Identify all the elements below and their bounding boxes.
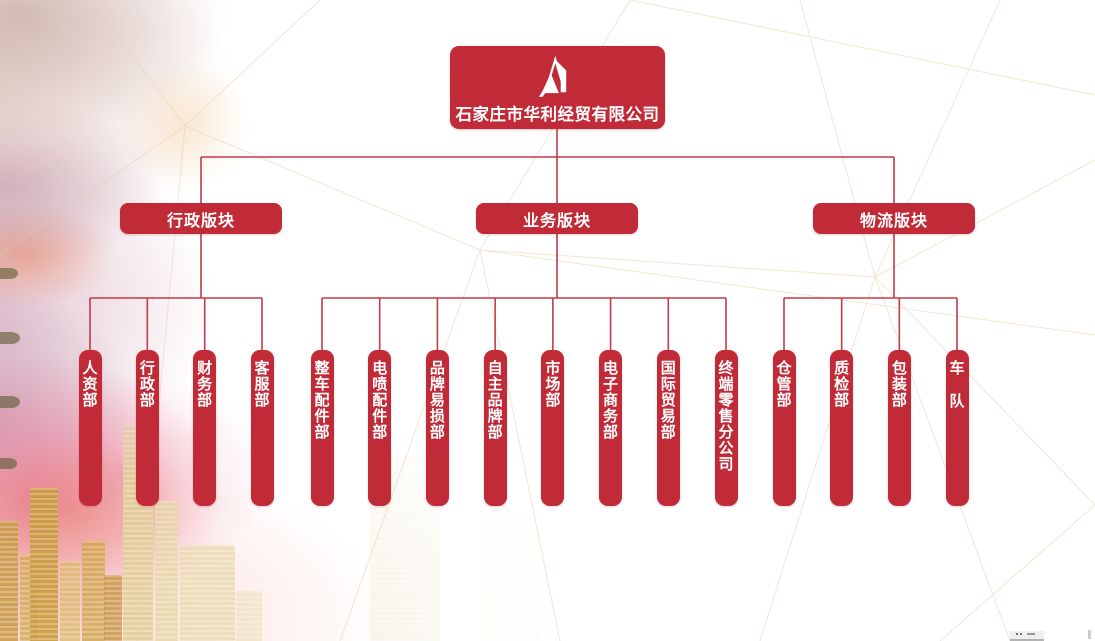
company-root-node: 石家庄市华利经贸有限公司 (450, 46, 665, 129)
scrollbar-dash-icon (1027, 633, 1035, 635)
dept-label: 质检部 (834, 360, 850, 409)
branch-header-business: 业务版块 (476, 203, 638, 234)
pagoda-roof-silhouette (0, 458, 17, 469)
dept-box-admin-2: 财务部 (193, 350, 217, 506)
dept-label: 客服部 (254, 360, 270, 409)
company-name: 石家庄市华利经贸有限公司 (455, 106, 660, 124)
dept-label: 电喷配件部 (372, 360, 388, 441)
dept-box-admin-3: 客服部 (250, 350, 274, 506)
branch-header-admin: 行政版块 (120, 203, 282, 234)
dept-box-business-0: 整车配件部 (310, 350, 334, 506)
dept-label: 车队 (949, 360, 965, 410)
dept-label: 市场部 (545, 360, 561, 409)
dept-box-business-4: 市场部 (541, 350, 565, 506)
branch-label: 业务版块 (522, 212, 591, 230)
dept-box-business-1: 电喷配件部 (368, 350, 392, 506)
dept-box-business-5: 电子商务部 (599, 350, 623, 506)
mountain-tower-logo-icon (538, 55, 566, 97)
dept-label: 财务部 (197, 360, 213, 409)
dept-label: 电子商务部 (603, 360, 619, 441)
dept-label: 终端零售分公司 (718, 360, 734, 473)
scrollbar-edge-tick[interactable] (1088, 630, 1091, 639)
dept-label: 行政部 (139, 360, 155, 409)
dept-box-logistics-0: 仓管部 (772, 350, 796, 506)
dept-box-logistics-1: 质检部 (830, 350, 854, 506)
dept-label: 仓管部 (776, 360, 792, 409)
dept-box-admin-1: 行政部 (135, 350, 159, 506)
pagoda-roof-silhouette (0, 268, 18, 279)
pagoda-roof-silhouette (0, 396, 20, 408)
scrollbar-dots-icon (1016, 633, 1022, 635)
dept-label: 国际贸易部 (660, 360, 676, 441)
dept-label: 人资部 (82, 360, 98, 409)
dept-box-logistics-3: 车队 (945, 350, 969, 506)
dept-label: 品牌易损部 (429, 360, 445, 441)
dept-box-admin-0: 人资部 (78, 350, 102, 506)
dept-box-business-3: 自主品牌部 (483, 350, 507, 506)
dept-box-business-6: 国际贸易部 (656, 350, 680, 506)
dept-box-business-2: 品牌易损部 (425, 350, 449, 506)
pagoda-roof-silhouette (0, 332, 20, 344)
dept-box-logistics-2: 包装部 (887, 350, 911, 506)
dept-label: 整车配件部 (314, 360, 330, 441)
dept-label: 包装部 (891, 360, 907, 409)
branch-label: 物流版块 (859, 212, 928, 230)
branch-header-logistics: 物流版块 (813, 203, 975, 234)
dept-label: 自主品牌部 (487, 360, 503, 441)
dept-box-business-7: 终端零售分公司 (714, 350, 738, 506)
branch-label: 行政版块 (166, 212, 235, 230)
mini-scrollbar[interactable] (1010, 631, 1044, 641)
